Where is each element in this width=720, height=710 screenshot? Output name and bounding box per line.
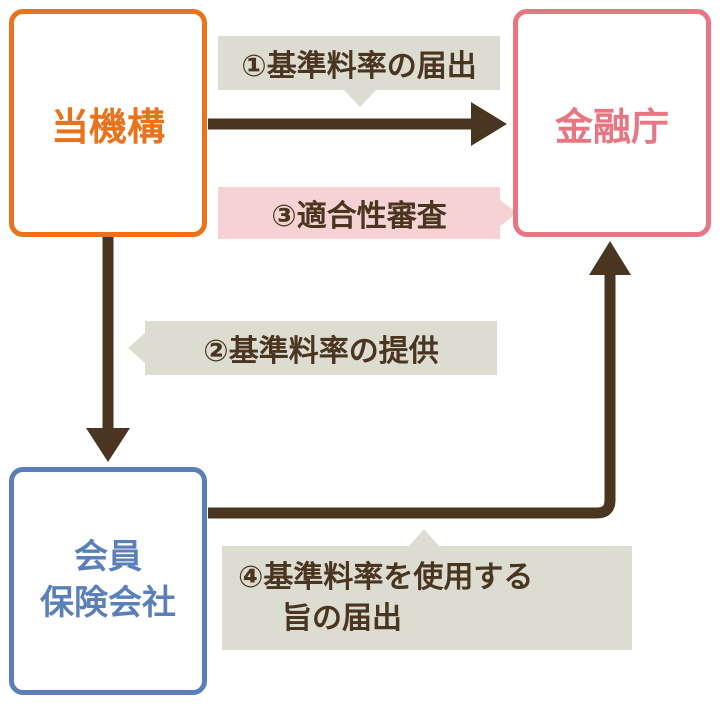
- step4-label: ④基準料率を使用する 旨の届出: [222, 546, 632, 650]
- step1-label-tail: [343, 89, 377, 107]
- step3-label: ③適合性審査: [218, 187, 500, 239]
- node-insurer-label-line2: 保険会社: [40, 583, 176, 623]
- step1-label-text: ①基準料率の届出: [241, 49, 477, 84]
- node-insurer-label-line1: 会員: [74, 537, 142, 578]
- step4-label-text-line1: ④基準料率を使用する: [238, 559, 534, 595]
- step2-label: ②基準料率の提供: [145, 321, 497, 375]
- node-kikou-label: 当機構: [50, 104, 165, 149]
- step4-arrow-line: [208, 272, 616, 519]
- step1-label: ①基準料率の届出: [218, 36, 500, 90]
- node-fsa-label: 金融庁: [554, 104, 669, 149]
- node-kikou: 当機構: [9, 9, 207, 237]
- step2-label-tail: [128, 332, 146, 364]
- step2-arrowhead: [86, 428, 130, 462]
- step4-label-text-line2: 旨の届出: [282, 601, 402, 636]
- step4-label-tail: [408, 529, 440, 547]
- step1-arrowhead: [471, 102, 507, 146]
- step4-arrowhead: [589, 241, 631, 275]
- node-fsa: 金融庁: [513, 9, 711, 237]
- node-insurer: 会員 保険会社: [9, 467, 207, 695]
- step3-label-text: ③適合性審査: [271, 199, 447, 234]
- step2-label-text: ②基準料率の提供: [203, 334, 439, 369]
